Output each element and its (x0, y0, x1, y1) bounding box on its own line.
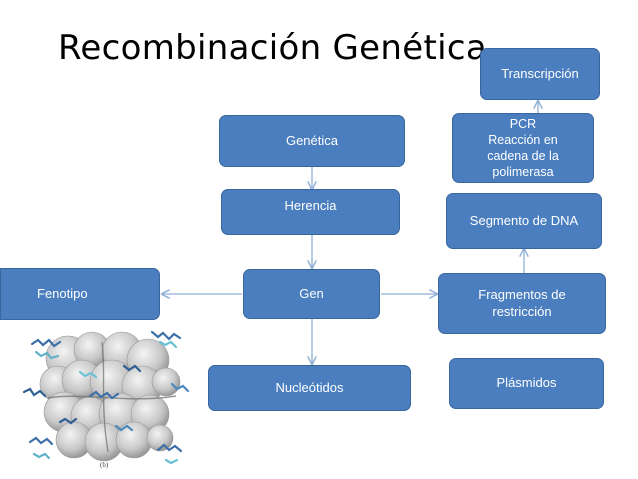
node-gen: Gen (243, 269, 380, 319)
node-fenotipo: Fenotipo (0, 268, 160, 320)
protein-structure-image: (b) (22, 330, 190, 469)
node-fragmentos-restriccion: Fragmentos de restricción (438, 273, 606, 334)
node-genetica: Genética (219, 115, 405, 167)
node-plasmidos: Plásmidos (449, 358, 604, 409)
figure-label: (b) (100, 461, 109, 469)
node-segmento-dna: Segmento de DNA (446, 193, 602, 249)
node-herencia: Herencia (221, 189, 400, 235)
node-transcripcion: Transcripción (480, 48, 600, 100)
slide-title: Recombinación Genética. (58, 28, 499, 68)
node-pcr: PCR Reacción en cadena de la polimerasa (452, 113, 594, 183)
node-nucleotidos: Nucleótidos (208, 365, 411, 411)
